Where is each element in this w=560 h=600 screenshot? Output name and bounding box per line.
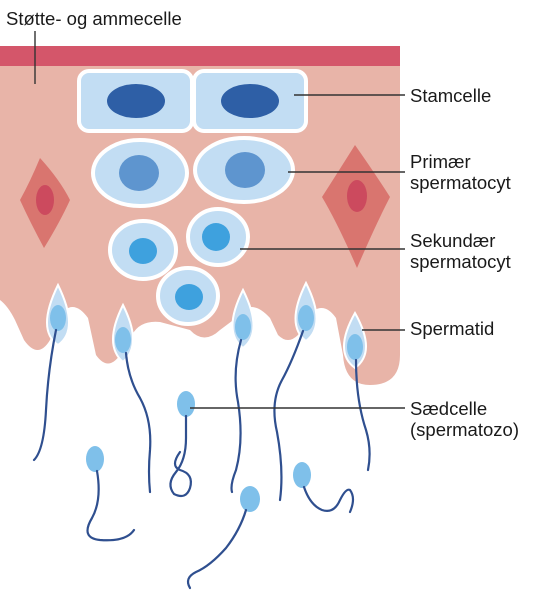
label-primary-line2: spermatocyt	[410, 172, 511, 193]
stem-cell-left-nucleus	[107, 84, 165, 118]
sperm-1-tail	[169, 414, 192, 498]
label-sperm-line2: (spermatozo)	[410, 419, 519, 440]
spermatid-3-tail	[230, 338, 243, 494]
sperm-4-head	[293, 462, 311, 488]
label-secondary-spermatocyte: Sekundær spermatocyt	[410, 230, 511, 272]
sertoli-nucleus-left	[36, 185, 54, 215]
secondary-spermatocyte-right-nucleus	[202, 223, 230, 251]
primary-spermatocyte-left-nucleus	[119, 155, 159, 191]
sperm-3-tail	[186, 508, 248, 590]
secondary-spermatocyte-bottom-nucleus	[175, 284, 203, 310]
spermatid-3-head	[235, 314, 251, 340]
sertoli-nucleus-right	[347, 180, 367, 212]
sperm-2-head	[86, 446, 104, 472]
free-sperm-group	[86, 391, 355, 590]
basement-membrane	[0, 46, 400, 66]
label-secondary-line2: spermatocyt	[410, 251, 511, 272]
spermatid-5-head	[347, 334, 363, 360]
label-stem-cell: Stamcelle	[410, 85, 492, 106]
sperm-3-head	[240, 486, 260, 512]
spermatid-4-head	[298, 305, 314, 331]
leader-lines	[34, 31, 405, 409]
label-primary-spermatocyte: Primær spermatocyt	[410, 151, 511, 193]
spermatid-1-head	[50, 305, 66, 331]
stem-cell-right-nucleus	[221, 84, 279, 118]
spermatid-5-tail	[354, 358, 371, 472]
sperm-4-tail	[302, 485, 355, 514]
label-sperm-line1: Sædcelle	[410, 398, 488, 419]
spermatid-group	[46, 280, 367, 370]
primary-spermatocyte-right-nucleus	[225, 152, 265, 188]
label-support-cell: Støtte- og ammecelle	[6, 8, 182, 29]
spermatid-2-head	[115, 327, 131, 353]
spermatid-1-tail	[32, 328, 58, 462]
label-spermatid: Spermatid	[410, 318, 495, 339]
sperm-1-head	[177, 391, 195, 417]
label-sperm-cell: Sædcelle (spermatozo)	[410, 398, 519, 440]
spermatid-tails	[32, 328, 371, 502]
label-secondary-line1: Sekundær	[410, 230, 496, 251]
spermatid-2-tail	[124, 351, 152, 494]
sperm-2-tail	[86, 469, 136, 542]
label-primary-line1: Primær	[410, 151, 471, 172]
secondary-spermatocyte-left-nucleus	[129, 238, 157, 264]
